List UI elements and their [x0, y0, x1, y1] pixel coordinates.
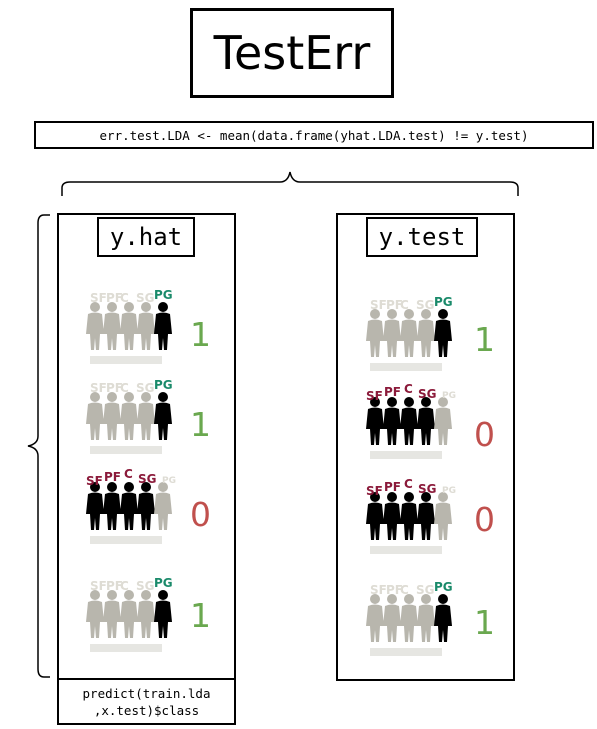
team-players-icon [86, 302, 172, 364]
team-players-icon [86, 392, 172, 454]
yhat-label-box: y.hat [97, 217, 195, 257]
position-label-pg: PG [162, 476, 176, 486]
position-label: PF [106, 579, 123, 593]
position-label-pg: PG [442, 486, 456, 496]
position-label: PF [106, 291, 123, 305]
predict-line-2: ,x.test)$class [93, 702, 200, 718]
position-label: SF [90, 579, 107, 593]
position-label-pg: PG [434, 580, 453, 594]
code-line: err.test.LDA <- mean(data.frame(yhat.LDA… [99, 127, 529, 143]
class-value: 1 [190, 405, 211, 444]
position-label-pg: PG [154, 576, 173, 590]
team-players-icon [86, 482, 172, 544]
position-label: C [120, 579, 129, 593]
position-label: SF [370, 298, 387, 312]
class-value: 1 [190, 315, 211, 354]
position-label: PF [384, 385, 401, 399]
position-label: PF [384, 480, 401, 494]
position-label: C [120, 381, 129, 395]
position-label: C [120, 291, 129, 305]
position-label-pg: PG [154, 288, 173, 302]
position-label-pg: PG [154, 378, 173, 392]
position-label: SG [136, 579, 155, 593]
position-label: SF [90, 381, 107, 395]
ytest-label: y.test [378, 223, 466, 251]
team-players-icon [366, 492, 452, 554]
yhat-label: y.hat [109, 223, 183, 251]
position-label: SG [136, 291, 155, 305]
position-label: PF [106, 381, 123, 395]
position-label: SF [370, 583, 387, 597]
ytest-label-box: y.test [366, 217, 478, 257]
class-value: 1 [474, 320, 495, 359]
class-value: 1 [474, 603, 495, 642]
class-value: 1 [190, 596, 211, 635]
position-label: PF [386, 298, 403, 312]
team-players-icon [86, 590, 172, 652]
position-label: SG [418, 482, 437, 496]
team-players-icon [366, 594, 452, 656]
predict-line-1: predict(train.lda [82, 685, 211, 701]
class-value: 0 [474, 415, 495, 454]
class-value: 0 [190, 495, 211, 534]
position-label-pg: PG [442, 391, 456, 401]
page-title: TestErr [213, 26, 371, 80]
position-label: SG [416, 298, 435, 312]
position-label: SG [136, 381, 155, 395]
position-label: C [400, 298, 409, 312]
position-label: C [400, 583, 409, 597]
position-label: SF [366, 389, 383, 403]
ytest-panel [336, 213, 515, 681]
top-brace [60, 168, 520, 198]
code-box: err.test.LDA <- mean(data.frame(yhat.LDA… [34, 121, 594, 149]
position-label: C [404, 382, 413, 396]
team-players-icon [366, 309, 452, 371]
position-label: C [404, 477, 413, 491]
position-label: SF [366, 484, 383, 498]
position-label: SG [418, 387, 437, 401]
position-label: SF [86, 474, 103, 488]
position-label: PF [104, 470, 121, 484]
position-label-pg: PG [434, 295, 453, 309]
position-label: SG [138, 472, 157, 486]
left-brace [24, 213, 54, 679]
position-label: C [124, 467, 133, 481]
position-label: SF [90, 291, 107, 305]
position-label: PF [386, 583, 403, 597]
class-value: 0 [474, 500, 495, 539]
title-box: TestErr [190, 8, 394, 98]
team-players-icon [366, 397, 452, 459]
predict-box: predict(train.lda ,x.test)$class [57, 678, 236, 725]
position-label: SG [416, 583, 435, 597]
